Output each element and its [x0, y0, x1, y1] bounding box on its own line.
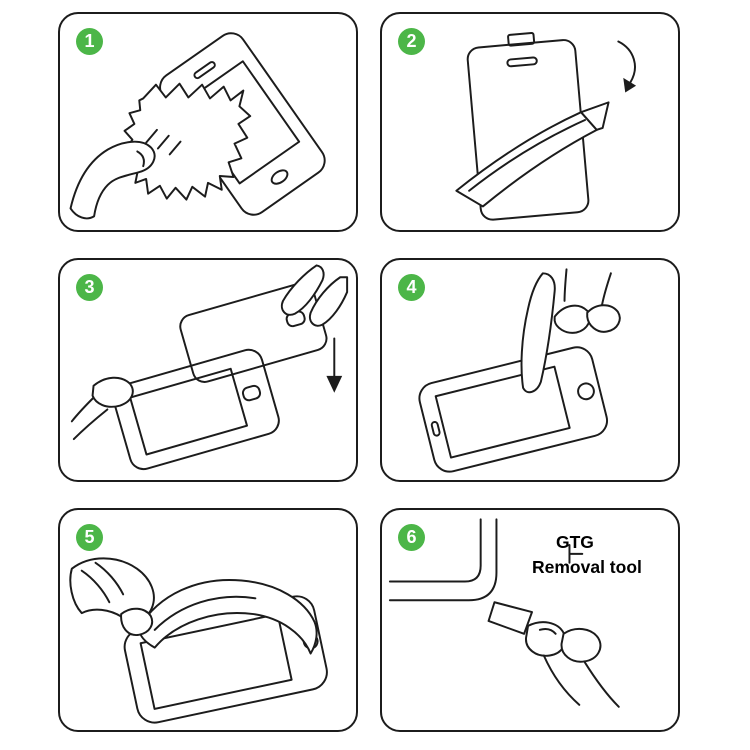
step-1-number-badge: 1 [76, 28, 103, 55]
removal-tool [487, 601, 533, 635]
step-panel-5: 5 [58, 508, 358, 732]
step-panel-1: 1 [58, 12, 358, 232]
thumb-holding-phone [70, 376, 134, 441]
smooth-film-application-illustration [69, 557, 328, 724]
screen-corner-outline [388, 518, 498, 602]
press-screen-center-illustration [418, 268, 621, 473]
step-panel-3: 3 [58, 258, 358, 482]
removal-tool-label-line1: GTG [556, 532, 594, 552]
phone-outline [112, 348, 280, 471]
hand-holding-cloth [69, 128, 182, 220]
steps-grid: 1 2 [58, 12, 680, 732]
down-arrow-icon [326, 337, 343, 393]
curved-arrow-down-icon [617, 40, 637, 93]
hand-applying-film [69, 557, 155, 636]
phone-outline [418, 346, 609, 473]
film-sheet [137, 579, 318, 655]
step-3-number-badge: 3 [76, 274, 103, 301]
step-4-number-badge: 4 [398, 274, 425, 301]
step-panel-4: 4 [380, 258, 680, 482]
step-panel-2: 2 [380, 12, 680, 232]
step-6-number-badge: 6 [398, 524, 425, 551]
wipe-screen-with-cloth-illustration [69, 32, 326, 220]
label-leader-line [568, 544, 584, 564]
pressing-hand [520, 268, 621, 394]
fingers-holding-glass [280, 264, 349, 327]
step-5-number-badge: 5 [76, 524, 103, 551]
fingers-holding-tool [525, 621, 620, 708]
align-glass-over-screen-illustration [70, 264, 349, 471]
step-panel-6: 6 GTG Removal tool [380, 508, 680, 732]
cleaning-cloth [123, 82, 252, 201]
step-2-number-badge: 2 [398, 28, 425, 55]
removal-tool-label: GTG Removal tool [532, 530, 678, 579]
peel-backing-film-illustration [455, 31, 637, 221]
peeling-film [455, 101, 610, 208]
removal-tool-label-line2: Removal tool [532, 556, 642, 577]
removal-tool-illustration [388, 518, 620, 708]
